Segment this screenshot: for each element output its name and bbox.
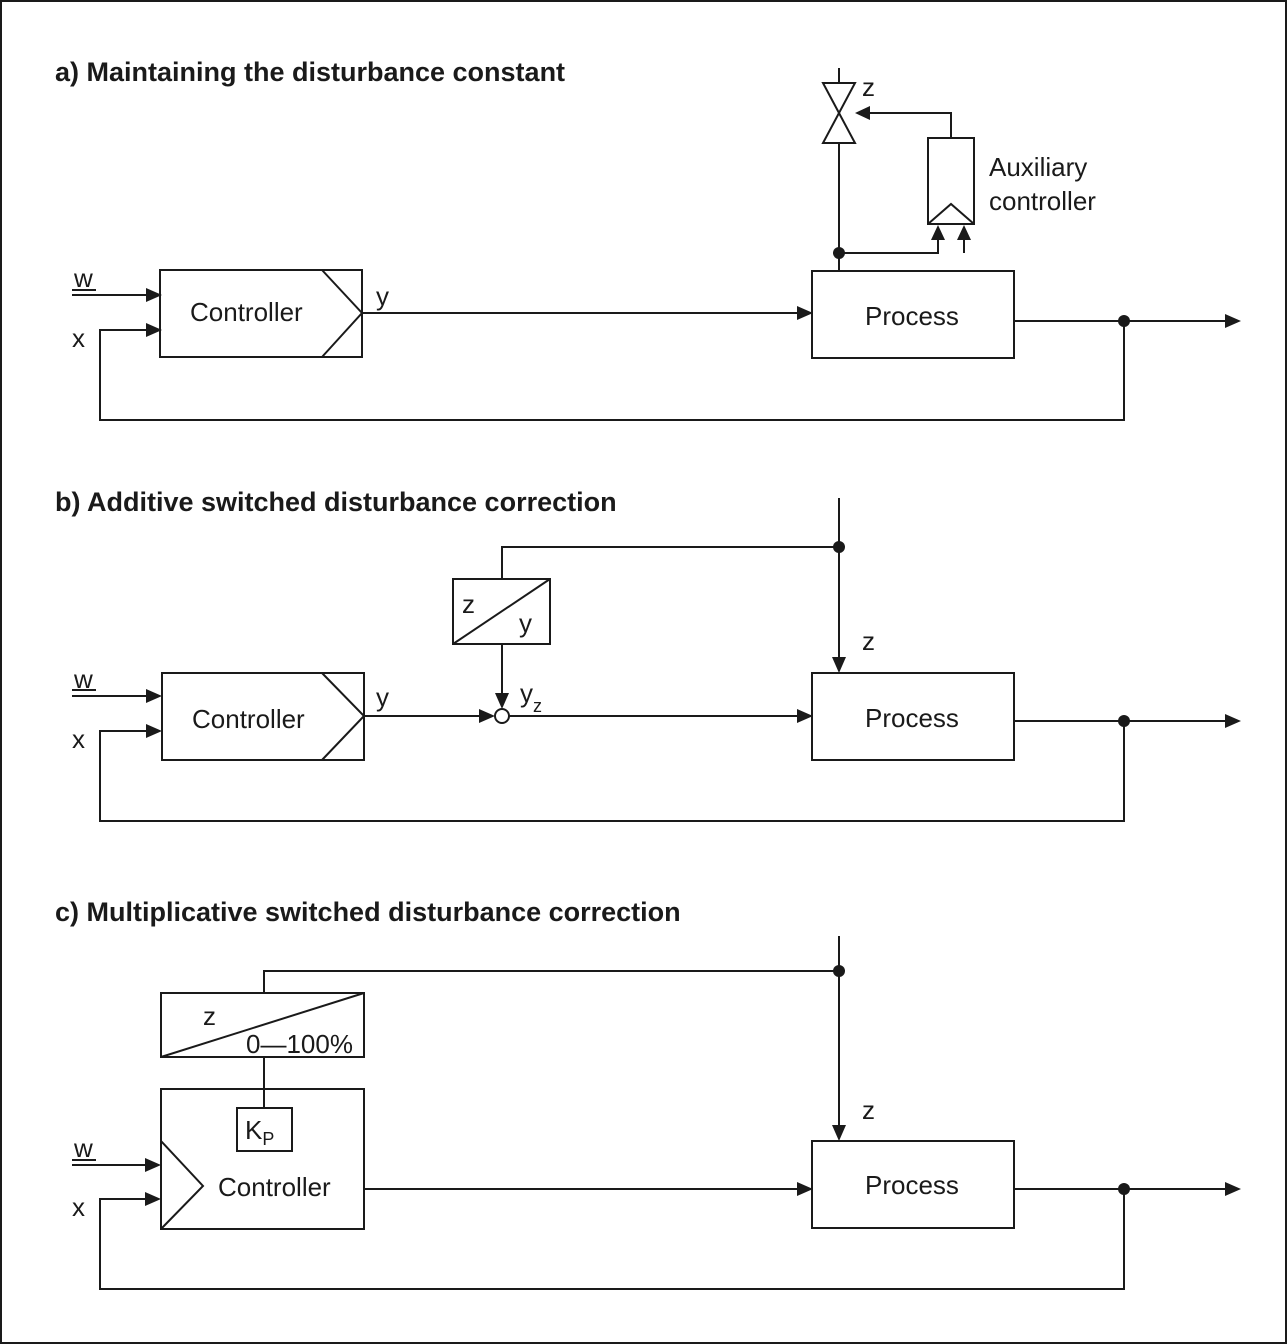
y-label: y (376, 281, 389, 311)
x-label: x (72, 1192, 85, 1222)
w-input-arrowhead (146, 288, 162, 302)
process-label: Process (865, 703, 959, 733)
y-signal-arrowhead (479, 709, 495, 723)
z-feedforward-line (501, 546, 839, 579)
z-label: z (862, 72, 875, 102)
x-feedback-line (99, 1189, 1125, 1290)
output-arrowhead (1225, 1182, 1241, 1196)
zy-converter-top-label: z (462, 589, 475, 619)
x-input-arrowhead (145, 1192, 161, 1206)
summing-point (494, 708, 510, 724)
y-label: y (376, 682, 389, 712)
auxiliary-label-line2: controller (989, 186, 1096, 216)
process-label: Process (865, 1170, 959, 1200)
z-feedforward-line (263, 970, 839, 993)
process-block (811, 270, 1015, 359)
controller-input-triangle (160, 1140, 205, 1230)
x-feedback-line (99, 721, 1125, 822)
process-block (811, 672, 1015, 761)
valve-lower-triangle (821, 110, 857, 144)
w-input-arrowhead (146, 689, 162, 703)
aux-output-arrowhead (855, 106, 870, 120)
z-label: z (862, 1095, 875, 1125)
panel-a-title: a) Maintaining the disturbance constant (55, 57, 565, 87)
x-label: x (72, 323, 85, 353)
auxiliary-controller-block (927, 137, 975, 225)
aux-measurement-line (839, 240, 939, 254)
zy-converter-diagonal (452, 578, 551, 645)
y-signal-arrowhead (797, 1182, 813, 1196)
valve-upper-triangle (821, 82, 857, 116)
z-percent-converter-bottom-label: 0—100% (246, 1029, 353, 1059)
w-input-arrowhead (145, 1158, 161, 1172)
x-feedback-line (99, 321, 1125, 421)
panel-c: c) Multiplicative switched disturbance c… (55, 897, 1241, 1290)
panel-c-title: c) Multiplicative switched disturbance c… (55, 897, 681, 927)
x-input-arrowhead (146, 323, 162, 337)
aux-controller-triangle (927, 202, 975, 225)
output-junction-dot (1118, 315, 1130, 327)
yz-label: yz (520, 678, 542, 716)
z-disturbance-arrowhead (832, 657, 846, 673)
x-label: x (72, 724, 85, 754)
w-label: w (73, 263, 93, 293)
process-label: Process (865, 301, 959, 331)
z-percent-converter-diagonal (160, 992, 365, 1058)
aux-output-line (869, 112, 952, 138)
output-junction-dot (1118, 1183, 1130, 1195)
zy-converter-bottom-label: y (519, 608, 532, 638)
panel-a: a) Maintaining the disturbance constant … (55, 57, 1241, 421)
controller-label: Controller (190, 297, 303, 327)
converter-output-arrowhead (495, 693, 509, 709)
kp-label: KP (245, 1115, 274, 1149)
panel-b-title: b) Additive switched disturbance correct… (55, 487, 617, 517)
y-signal-arrowhead (797, 306, 813, 320)
aux-measurement-arrowhead (931, 225, 945, 240)
w-label: w (73, 664, 93, 694)
output-junction-dot (1118, 715, 1130, 727)
auxiliary-label-line1: Auxiliary (989, 152, 1087, 182)
controller-block (159, 269, 363, 358)
aux-setpoint-arrowhead (957, 225, 971, 240)
output-arrowhead (1225, 714, 1241, 728)
controller-label: Controller (192, 704, 305, 734)
panel-b: b) Additive switched disturbance correct… (55, 487, 1241, 822)
w-label: w (73, 1133, 93, 1163)
x-input-arrowhead (146, 724, 162, 738)
kp-gain-block (236, 1107, 293, 1152)
controller-block (161, 672, 365, 761)
z-percent-converter-top-label: z (203, 1001, 216, 1031)
output-arrowhead (1225, 314, 1241, 328)
yz-signal-arrowhead (797, 709, 813, 723)
controller-label: Controller (218, 1172, 331, 1202)
z-label: z (862, 626, 875, 656)
z-disturbance-arrowhead (832, 1125, 846, 1141)
process-block (811, 1140, 1015, 1229)
